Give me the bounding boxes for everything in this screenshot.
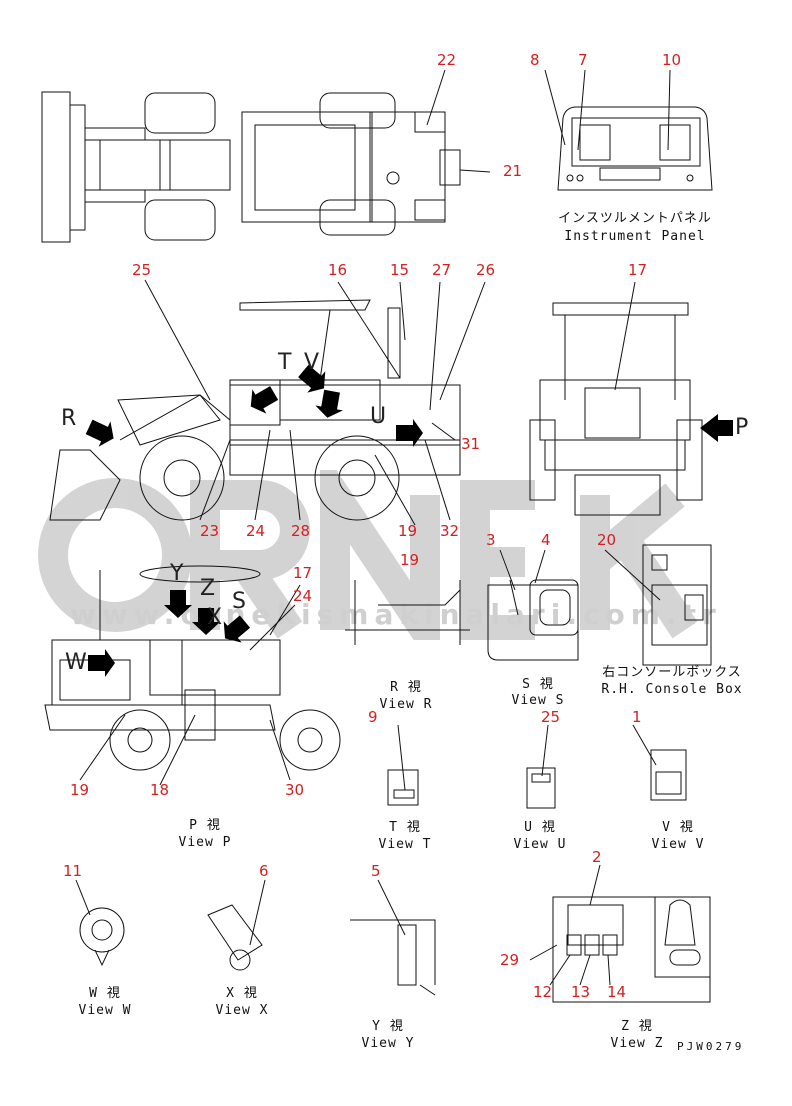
callout-8: 8 <box>530 51 540 69</box>
view-letter-y: Y <box>170 561 184 586</box>
caption-view-y-jp: Y 視 <box>372 1019 404 1034</box>
callout-2: 2 <box>592 848 602 866</box>
callout-14: 14 <box>607 983 627 1001</box>
view-w-drawing <box>79 907 125 967</box>
callout-22: 22 <box>437 51 457 69</box>
top-view-drawing <box>41 91 461 243</box>
callout-3: 3 <box>486 531 496 549</box>
caption-view-x-en: View X <box>215 1003 269 1018</box>
callout-15: 15 <box>390 261 410 279</box>
view-letter-w: W <box>65 650 87 675</box>
caption-view-x-jp: X 視 <box>226 986 258 1001</box>
callout-23: 23 <box>200 522 220 540</box>
view-letter-s: S <box>232 589 246 614</box>
callout-5: 5 <box>371 862 381 880</box>
callout-25: 25 <box>132 261 152 279</box>
caption-instrument-en: Instrument Panel <box>564 229 706 244</box>
callout-19-r: 19 <box>400 551 420 569</box>
view-letter-v: V <box>304 350 320 375</box>
view-r-drawing <box>345 580 470 645</box>
callout-17-p: 17 <box>293 564 313 582</box>
view-letter-r: R <box>61 406 77 431</box>
caption-view-p-jp: P 視 <box>189 818 221 833</box>
view-arrows <box>85 364 733 677</box>
caption-console-en: R.H. Console Box <box>601 682 743 697</box>
caption-view-t-en: View T <box>378 837 432 852</box>
callout-29: 29 <box>500 951 520 969</box>
caption-view-z-en: View Z <box>610 1036 664 1051</box>
view-letter-z: Z <box>200 576 216 601</box>
callout-32: 32 <box>440 522 460 540</box>
callout-19-p: 19 <box>70 781 90 799</box>
callout-31: 31 <box>461 435 481 453</box>
callout-1: 1 <box>632 708 642 726</box>
callout-18: 18 <box>150 781 170 799</box>
caption-console-jp: 右コンソールボックス <box>602 665 742 680</box>
caption-view-u-jp: U 視 <box>524 820 556 835</box>
callout-6: 6 <box>259 862 269 880</box>
view-y-drawing <box>350 919 436 996</box>
caption-instrument-jp: インスツルメントパネル <box>558 211 712 226</box>
callout-30: 30 <box>285 781 305 799</box>
view-s-drawing <box>487 579 579 661</box>
caption-view-y-en: View Y <box>361 1036 415 1051</box>
callout-20: 20 <box>597 531 617 549</box>
caption-view-w-en: View W <box>78 1003 132 1018</box>
view-letter-u: U <box>370 404 387 429</box>
view-x-drawing <box>207 904 263 971</box>
caption-view-r-en: View R <box>379 697 433 712</box>
rear-view-drawing <box>529 302 703 516</box>
small-label-drawings <box>387 749 687 809</box>
callout-11: 11 <box>63 862 83 880</box>
callout-9: 9 <box>368 708 378 726</box>
callout-13: 13 <box>571 983 591 1001</box>
caption-view-u-en: View U <box>513 837 567 852</box>
callout-7: 7 <box>578 51 588 69</box>
callout-28: 28 <box>291 522 311 540</box>
callout-24-p: 24 <box>293 587 313 605</box>
callout-4: 4 <box>541 531 551 549</box>
callout-12: 12 <box>533 983 553 1001</box>
drawing-code: PJW0279 <box>677 1040 745 1053</box>
caption-view-r-jp: R 視 <box>390 680 422 695</box>
callout-19: 19 <box>398 522 418 540</box>
caption-view-v-en: View V <box>651 837 705 852</box>
caption-view-v-jp: V 視 <box>662 820 694 835</box>
caption-view-t-jp: T 視 <box>389 820 421 835</box>
callout-21: 21 <box>503 162 523 180</box>
callout-16: 16 <box>328 261 348 279</box>
callout-27: 27 <box>432 261 452 279</box>
console-box-drawing <box>642 544 712 666</box>
view-letter-p: P <box>735 415 749 440</box>
caption-view-s-jp: S 視 <box>522 677 554 692</box>
watermark-logo <box>38 470 698 640</box>
view-letter-x: X <box>207 605 223 630</box>
side-view-loader-drawing <box>49 299 461 521</box>
view-letter-t: T <box>278 350 292 375</box>
leader-lines <box>75 69 671 986</box>
caption-view-w-jp: W 視 <box>89 986 121 1001</box>
callout-17: 17 <box>628 261 648 279</box>
callout-24: 24 <box>246 522 266 540</box>
caption-view-p-en: View P <box>178 835 232 850</box>
callout-26: 26 <box>476 261 496 279</box>
caption-view-s-en: View S <box>511 693 565 708</box>
callout-10: 10 <box>662 51 682 69</box>
callout-25-u: 25 <box>541 708 561 726</box>
instrument-panel-drawing <box>557 106 713 191</box>
caption-view-z-jp: Z 視 <box>621 1019 653 1034</box>
view-z-drawing <box>552 896 711 1003</box>
